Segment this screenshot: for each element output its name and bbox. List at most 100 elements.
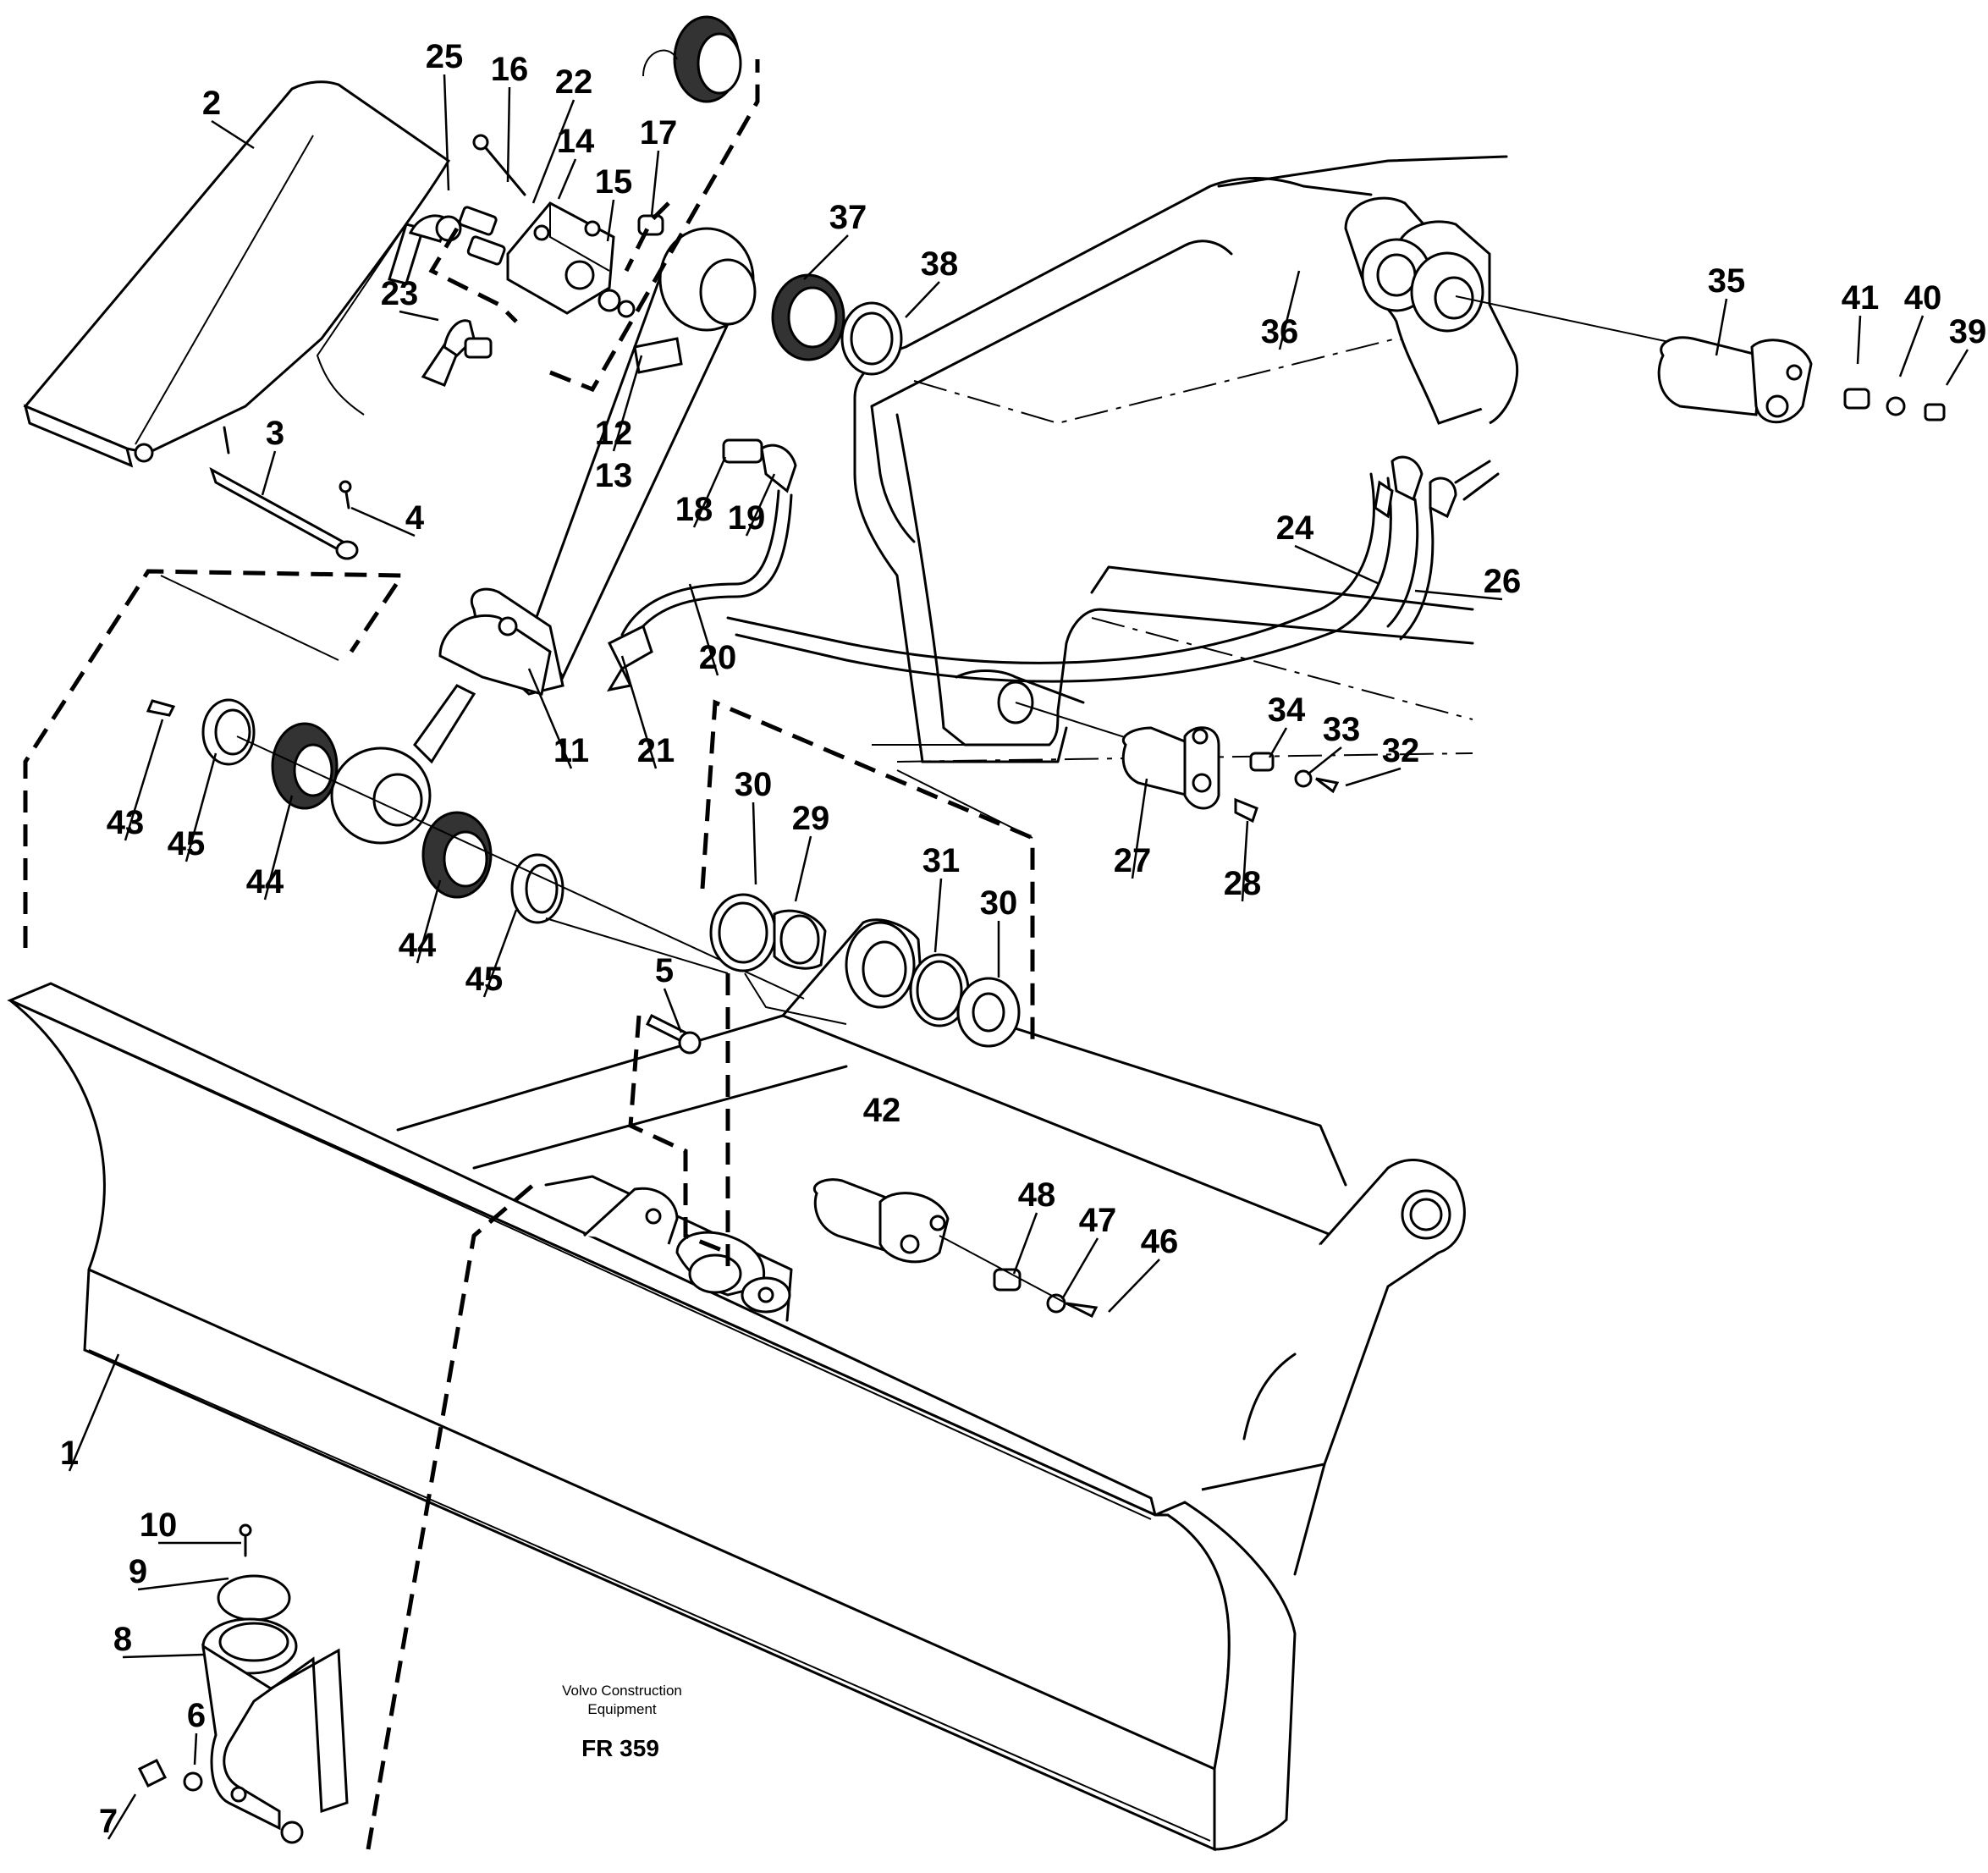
bracket-8 — [137, 1523, 349, 1844]
callout-leader-31 — [933, 878, 943, 953]
callout-leader-22 — [531, 99, 575, 204]
hoses — [606, 438, 1500, 692]
assembly-outlines — [23, 59, 1035, 1850]
loader-frame — [853, 155, 1519, 763]
maker-line-1: Volvo Construction — [562, 1683, 682, 1699]
callout-leader-26 — [1414, 589, 1503, 601]
drawing-code: FR 359 — [581, 1735, 659, 1761]
callout-40: 40 — [1904, 279, 1942, 317]
callout-22: 22 — [555, 63, 593, 101]
callout-42: 42 — [863, 1092, 901, 1129]
callout-leader-5 — [663, 988, 683, 1033]
callout-28: 28 — [1224, 865, 1262, 902]
callout-leader-21 — [620, 655, 658, 769]
callout-27: 27 — [1114, 842, 1152, 879]
tilt-arm — [23, 80, 451, 560]
pin-42 — [813, 1178, 1099, 1319]
callout-29: 29 — [792, 800, 830, 837]
callout-13: 13 — [595, 457, 633, 494]
callout-leader-38 — [905, 281, 940, 318]
callout-32: 32 — [1382, 732, 1420, 769]
callout-8: 8 — [113, 1621, 132, 1658]
callout-25: 25 — [426, 38, 464, 75]
maker-line-2: Equipment — [587, 1701, 657, 1717]
callout-17: 17 — [640, 114, 678, 151]
callout-1: 1 — [60, 1435, 79, 1472]
callout-44: 44 — [246, 863, 284, 901]
callout-20: 20 — [699, 639, 737, 676]
callout-45: 45 — [168, 825, 206, 862]
callout-leader-29 — [794, 835, 812, 902]
callout-21: 21 — [637, 732, 675, 769]
callout-leader-45 — [184, 752, 218, 862]
callout-12: 12 — [595, 415, 633, 452]
callout-18: 18 — [675, 491, 713, 528]
callout-38: 38 — [921, 245, 959, 283]
callout-leader-35 — [1715, 298, 1728, 356]
callout-leader-12 — [612, 355, 643, 452]
seals-left — [146, 698, 805, 1000]
drawing-caption: Volvo Construction Equipment FR 359 — [562, 1683, 682, 1761]
bolt-5 — [645, 1013, 702, 1055]
callout-48: 48 — [1018, 1176, 1056, 1214]
callout-19: 19 — [728, 499, 766, 537]
callout-leader-43 — [124, 719, 164, 841]
callout-5: 5 — [655, 952, 674, 989]
callout-30: 30 — [735, 766, 773, 803]
callout-leader-39 — [1945, 349, 1969, 386]
callout-47: 47 — [1079, 1202, 1117, 1239]
callout-10: 10 — [140, 1507, 178, 1544]
callout-39: 39 — [1949, 313, 1987, 350]
callout-26: 26 — [1484, 563, 1522, 600]
callout-7: 7 — [99, 1803, 118, 1840]
callout-leader-34 — [1268, 727, 1288, 758]
callout-35: 35 — [1708, 262, 1746, 300]
callout-leader-30 — [752, 802, 757, 885]
callout-leader-3 — [261, 450, 277, 496]
callout-leader-4 — [350, 506, 416, 537]
callout-31: 31 — [922, 842, 961, 879]
callout-leader-45 — [482, 909, 518, 998]
callout-leader-47 — [1060, 1237, 1099, 1300]
callout-16: 16 — [491, 51, 529, 88]
callout-leader-19 — [745, 473, 776, 537]
callout-4: 4 — [405, 499, 425, 537]
callout-leader-33 — [1307, 746, 1342, 775]
callout-33: 33 — [1323, 711, 1361, 748]
hydraulic-cylinder — [330, 227, 757, 845]
callout-leader-44 — [263, 795, 294, 901]
valve-block — [388, 134, 664, 387]
callout-leader-40 — [1898, 315, 1925, 377]
callout-37: 37 — [829, 199, 867, 236]
callout-6: 6 — [187, 1697, 206, 1734]
callout-leader-28 — [1241, 820, 1249, 902]
callout-leader-14 — [557, 158, 577, 200]
callout-24: 24 — [1276, 510, 1314, 547]
callout-34: 34 — [1268, 691, 1306, 729]
callout-23: 23 — [381, 275, 419, 312]
callout-leader-24 — [1294, 544, 1380, 586]
pin-27 — [1015, 702, 1340, 824]
callout-leader-2 — [211, 119, 255, 150]
callout-30: 30 — [980, 884, 1018, 922]
callout-leader-37 — [803, 234, 849, 280]
callout-43: 43 — [107, 804, 145, 841]
callout-leader-25 — [443, 74, 450, 191]
callout-leader-11 — [527, 668, 573, 769]
callout-leader-44 — [416, 879, 442, 964]
callout-leader-8 — [122, 1653, 204, 1659]
callout-2: 2 — [202, 85, 221, 122]
callout-leader-17 — [650, 150, 660, 217]
callout-36: 36 — [1261, 313, 1299, 350]
callout-leader-46 — [1108, 1259, 1160, 1313]
callout-leader-27 — [1131, 778, 1148, 879]
callout-44: 44 — [399, 927, 437, 964]
callout-leader-7 — [107, 1793, 137, 1840]
pin-35 — [1455, 295, 1946, 424]
callout-46: 46 — [1141, 1223, 1179, 1260]
callout-3: 3 — [266, 415, 284, 452]
callout-leader-15 — [606, 199, 615, 242]
callout-leader-20 — [688, 583, 719, 676]
callout-15: 15 — [595, 163, 633, 201]
